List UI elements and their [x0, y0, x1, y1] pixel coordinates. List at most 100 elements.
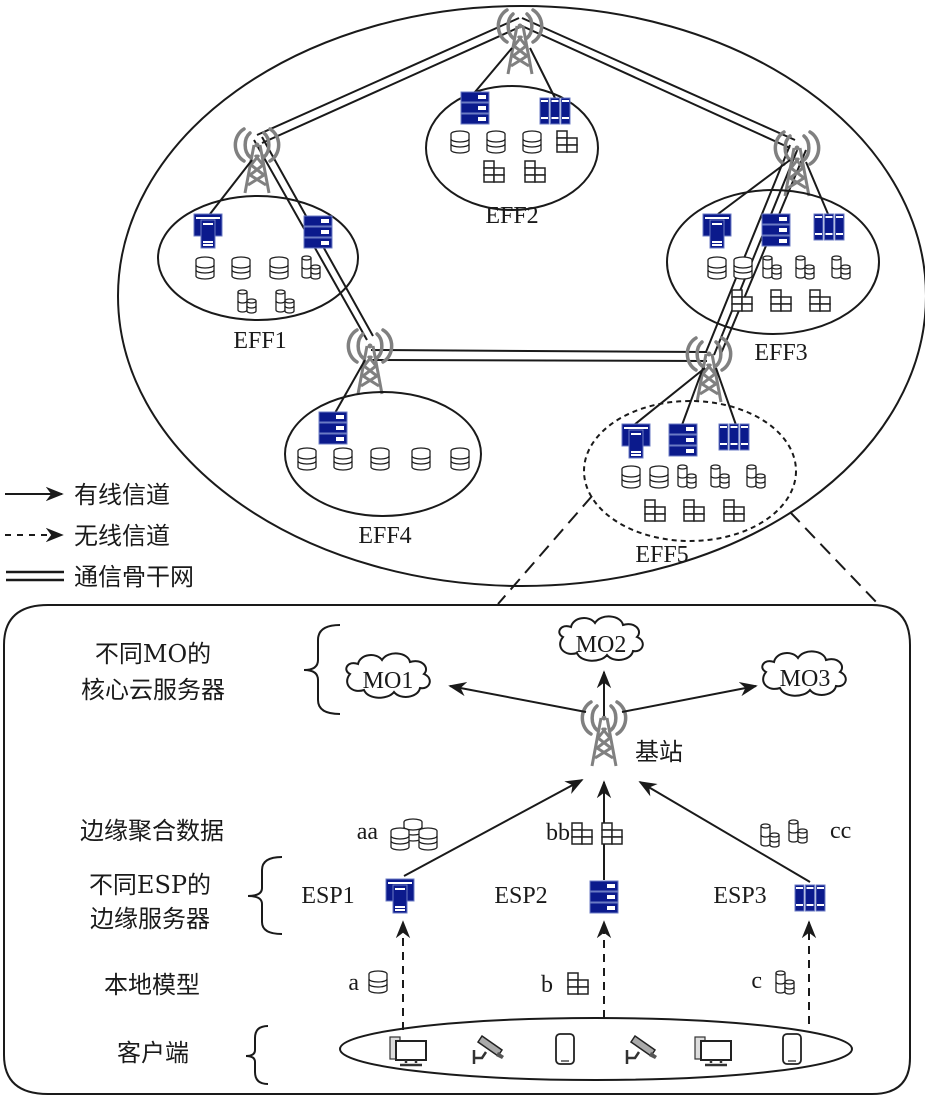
- phone-icon: [555, 1033, 575, 1065]
- server-icon: [702, 213, 732, 249]
- tower-icon-eff4: [346, 328, 394, 396]
- database-icon: [411, 447, 431, 471]
- database-icon: [333, 447, 353, 471]
- database-stack-icon: [390, 818, 438, 851]
- esp-label: ESP1: [301, 883, 354, 909]
- blocks-icon: [483, 160, 505, 183]
- blocks-icon: [556, 130, 578, 153]
- local-model-label: c: [751, 968, 762, 994]
- cluster-label: EFF1: [233, 328, 286, 354]
- database-icon: [370, 447, 390, 471]
- server-icon: [539, 97, 571, 125]
- database-icon: [297, 447, 317, 471]
- cluster-eff2: EFF2: [425, 47, 599, 229]
- row-label-aggregated: 边缘聚合数据: [80, 817, 224, 845]
- camera-icon: [625, 1034, 659, 1066]
- cluster-eff5: EFF5: [583, 367, 797, 568]
- database-icon: [450, 130, 470, 154]
- base-station-label: 基站: [635, 738, 683, 766]
- database-icon: [707, 256, 727, 280]
- row-label-clients: 客户端: [117, 1039, 189, 1067]
- row-label-cloud: 核心云服务器: [81, 676, 225, 704]
- camera-icon: [472, 1034, 506, 1066]
- blocks-wide-icon: [571, 822, 623, 845]
- cloud-label: MO3: [780, 666, 831, 692]
- row-label-local-model: 本地模型: [104, 971, 200, 999]
- zoom-connector: [497, 495, 879, 605]
- server-icon: [460, 91, 490, 125]
- cloud-mo1: MO1: [345, 652, 431, 699]
- cylinders-icon: [746, 464, 766, 489]
- esp-label: ESP2: [494, 883, 547, 909]
- server-icon: [668, 423, 698, 457]
- phone-icon: [782, 1033, 802, 1065]
- wireless-links-to-esp: [395, 920, 817, 1030]
- database-icon: [649, 465, 669, 489]
- server-icon: [718, 423, 750, 451]
- detail-panel: [3, 604, 911, 1095]
- wired-links-to-cloud: [448, 670, 758, 716]
- brace: [303, 624, 341, 715]
- cluster-label: EFF5: [635, 542, 688, 568]
- cylinders-icon: [710, 464, 730, 489]
- cylinders-icon: [237, 289, 257, 314]
- database-icon: [231, 256, 251, 280]
- cloud-mo2: MO2: [558, 615, 644, 662]
- database-icon: [522, 130, 542, 154]
- cloud-mo3: MO3: [761, 650, 847, 697]
- cluster-label: EFF3: [754, 340, 807, 366]
- local-model-label: a: [348, 970, 359, 996]
- blocks-icon: [683, 499, 705, 522]
- database-icon: [486, 130, 506, 154]
- esp3-server-icon: [794, 884, 826, 912]
- cylinders-icon: [775, 970, 795, 995]
- database-icon: [195, 256, 215, 280]
- cluster-eff3: EFF3: [666, 159, 880, 366]
- row-label-esp: 边缘服务器: [90, 905, 210, 933]
- cylinders-icon: [301, 255, 321, 280]
- cylinders-icon: [677, 464, 697, 489]
- legend: 有线信道 无线信道 通信骨干网: [5, 481, 194, 591]
- cloud-label: MO2: [576, 632, 627, 658]
- cylinders-icon: [795, 255, 815, 280]
- esp-label: ESP3: [713, 883, 766, 909]
- server-icon: [621, 423, 651, 459]
- esp2-server-icon: [589, 880, 619, 914]
- blocks-icon: [524, 160, 546, 183]
- blocks-icon: [770, 289, 792, 312]
- brace: [245, 1025, 269, 1085]
- desktop-icon: [388, 1035, 428, 1067]
- database-icon: [733, 256, 753, 280]
- row-label-esp: 不同ESP的: [89, 871, 211, 899]
- database-icon: [621, 465, 641, 489]
- legend-double-line: [6, 570, 64, 582]
- server-icon: [318, 411, 348, 445]
- blocks-icon: [723, 499, 745, 522]
- cylinders-icon: [831, 255, 851, 280]
- database-icon: [269, 256, 289, 280]
- row-label-cloud: 不同MO的: [95, 640, 211, 668]
- brace: [247, 856, 283, 935]
- server-icon: [303, 215, 333, 249]
- server-icon: [761, 213, 791, 247]
- legend-label: 通信骨干网: [74, 563, 194, 591]
- tower-icon-eff2: [496, 8, 544, 76]
- server-icon: [193, 213, 223, 249]
- esp1-server-icon: [385, 878, 415, 914]
- legend-label: 有线信道: [74, 481, 170, 509]
- database-icon: [450, 447, 470, 471]
- cluster-label: EFF2: [485, 203, 538, 229]
- cluster-label: EFF4: [358, 523, 411, 549]
- cluster-eff4: EFF4: [284, 359, 482, 549]
- server-icon: [813, 213, 845, 241]
- cloud-label: MO1: [363, 668, 414, 694]
- aggregated-label: cc: [830, 818, 851, 844]
- backbone-region: [117, 5, 925, 587]
- cylinders-icon: [762, 255, 782, 280]
- aggregated-label: bb: [546, 820, 570, 846]
- cluster-eff1: EFF1: [157, 159, 359, 354]
- client-group: [339, 1017, 853, 1081]
- cylinders-icon: [275, 289, 295, 314]
- local-model-label: b: [541, 972, 553, 998]
- blocks-icon: [567, 972, 589, 995]
